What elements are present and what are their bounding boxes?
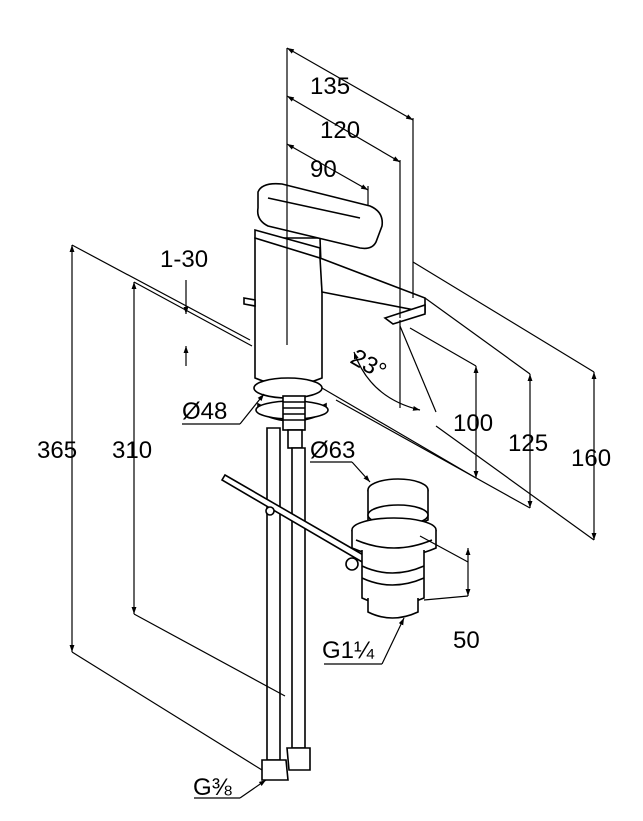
dim-310: 310 [112,437,152,464]
thread-g3-8: G⅜ [193,774,233,801]
pop-up-waste [220,473,437,619]
dim-365: 365 [37,437,77,464]
faucet-body [243,182,426,449]
dim-diameter-48: Ø48 [182,398,227,425]
dim-angle-23: 23° [346,344,391,386]
dim-100: 100 [453,410,493,437]
supply-hoses [261,427,311,781]
dim-diameter-63: Ø63 [310,437,355,464]
dim-90: 90 [310,156,337,183]
thread-g1-1-4: G1¼ [322,637,375,664]
dim-160: 160 [571,445,611,472]
dim-135: 135 [310,73,350,100]
dimension-lines [69,47,597,799]
dim-120: 120 [320,117,360,144]
dim-125: 125 [508,430,548,457]
dim-50: 50 [453,627,480,654]
dimension-labels: 135 120 90 1-30 365 310 Ø48 Ø63 100 125 … [37,73,611,801]
dim-1-30: 1-30 [160,246,208,273]
